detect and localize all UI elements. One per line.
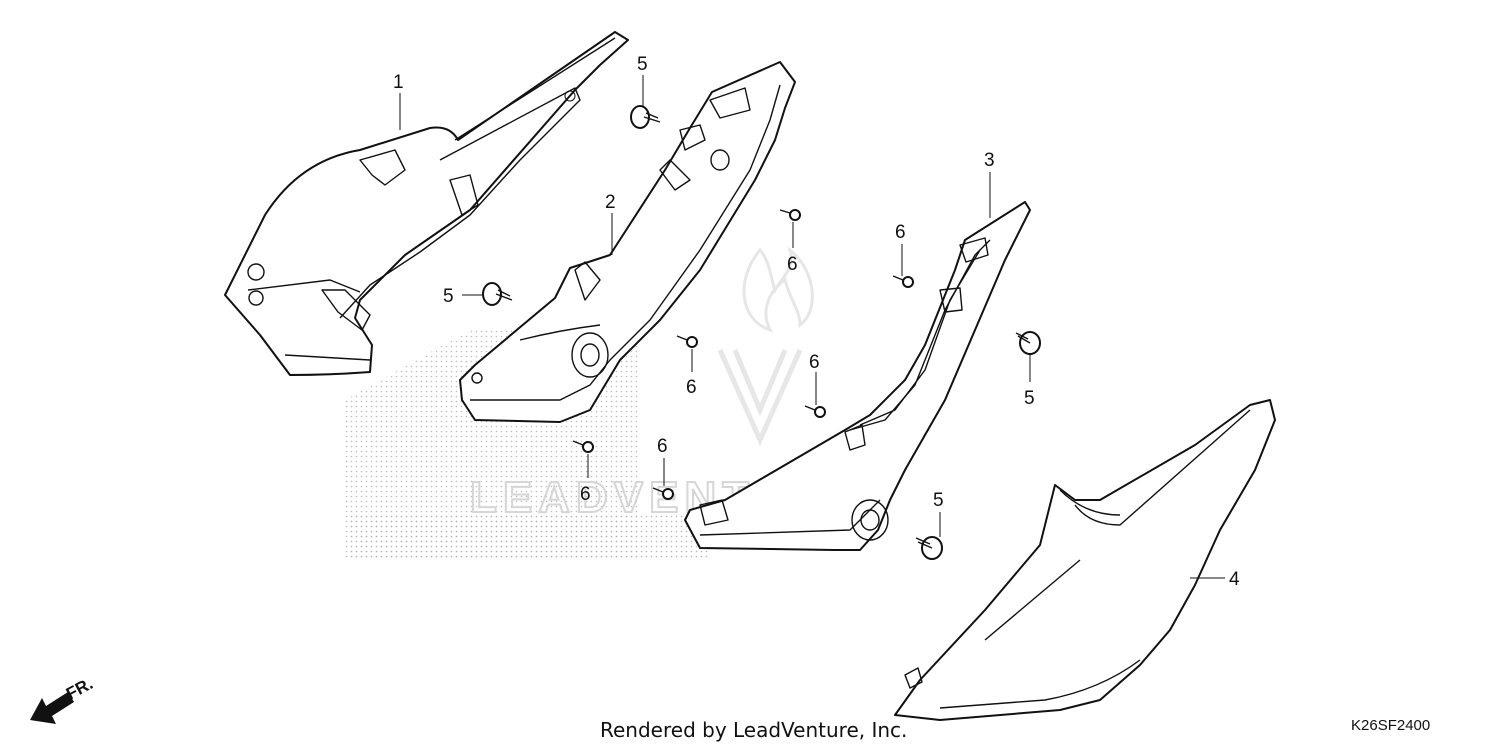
bolt-5-a[interactable]	[630, 105, 661, 129]
callout-part-3: 3	[984, 150, 995, 171]
callout-bolt-5-a: 5	[637, 54, 648, 75]
callout-bolt-5-b: 5	[443, 286, 454, 307]
callout-screw-6-a: 6	[787, 254, 798, 275]
screw-6-d[interactable]	[804, 405, 826, 418]
leader-lines	[399, 75, 1225, 579]
callout-bolt-5-d: 5	[933, 490, 944, 511]
part-4-outer-cover[interactable]	[894, 399, 1276, 721]
callout-screw-6-f: 6	[657, 436, 668, 457]
front-arrow-icon	[30, 692, 74, 724]
bolt-5-b[interactable]	[482, 282, 513, 306]
part-2-inner-panel[interactable]	[459, 61, 796, 423]
callout-screw-6-c: 6	[686, 377, 697, 398]
part-1-side-cover[interactable]	[224, 31, 629, 376]
screw-6-a[interactable]	[779, 209, 801, 221]
leadventure-logo-watermark	[717, 246, 814, 447]
callout-screw-6-e: 6	[580, 484, 591, 505]
screw-6-f[interactable]	[652, 487, 674, 500]
front-direction-indicator: FR.	[30, 674, 96, 724]
bolt-5-c[interactable]	[1015, 331, 1041, 355]
screw-6-e[interactable]	[572, 440, 594, 453]
callout-bolt-5-c: 5	[1024, 388, 1035, 409]
screw-6-b[interactable]	[892, 275, 914, 288]
render-credit: Rendered by LeadVenture, Inc.	[600, 718, 908, 742]
callout-part-4: 4	[1229, 569, 1240, 590]
bolt-5-d[interactable]	[915, 536, 943, 560]
callout-part-2: 2	[605, 192, 616, 213]
callout-screw-6-d: 6	[809, 352, 820, 373]
screw-6-c[interactable]	[676, 335, 698, 348]
diagram-code: K26SF2400	[1351, 717, 1431, 734]
part-3-lower-panel[interactable]	[684, 201, 1031, 551]
callout-screw-6-b: 6	[895, 222, 906, 243]
callout-part-1: 1	[393, 72, 404, 93]
